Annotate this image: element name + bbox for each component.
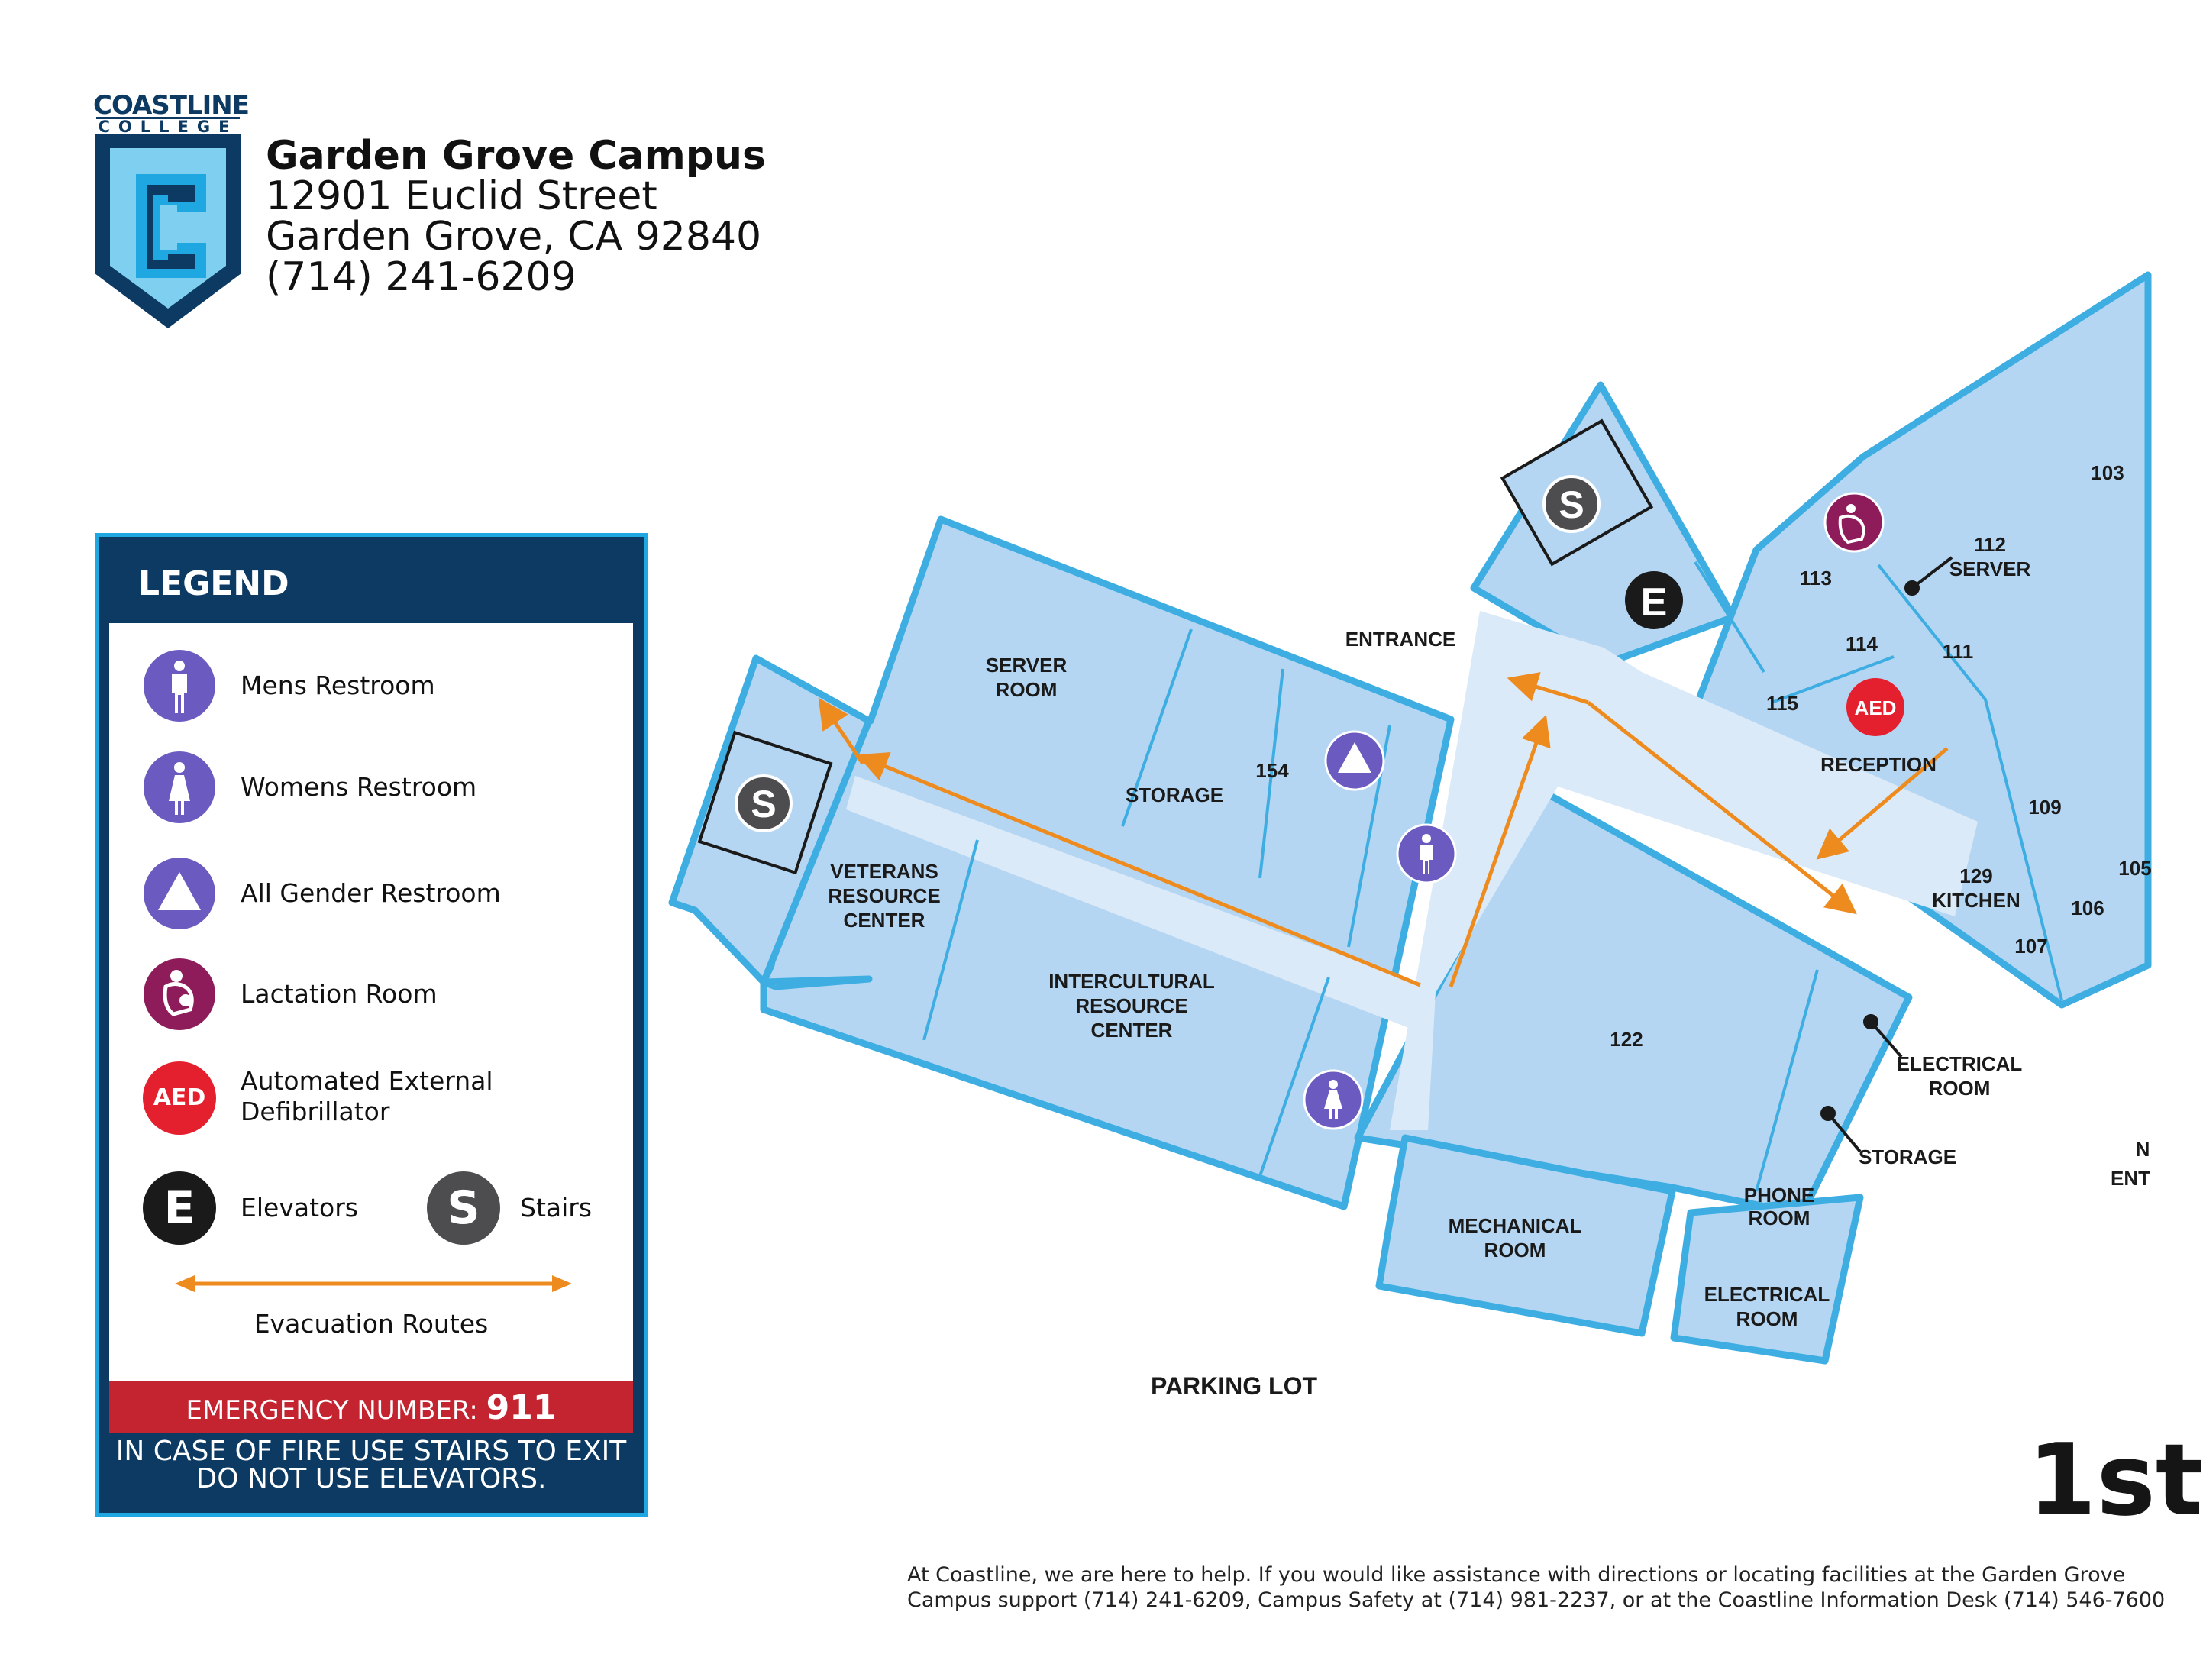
label-129: 129 [1959,864,1992,887]
label-server: SERVER [1949,557,2031,580]
label-veterans-1: VETERANS [830,860,938,883]
south-center-block [1354,787,1913,1218]
label-phone-1: PHONE [1744,1184,1814,1207]
legend-label-elevators: Elevators [241,1193,358,1223]
label-111: 111 [1943,640,1974,663]
label-reception: RECEPTION [1820,753,1937,776]
label-veterans-3: CENTER [844,909,925,932]
legend-label-aed: Automated External Defibrillator [241,1066,493,1126]
logo-subtitle: COLLEGE [96,117,240,137]
legend-label-stairs: Stairs [520,1193,593,1223]
campus-title: Garden Grove Campus [266,133,766,179]
lactation-room-icon [144,958,215,1030]
emergency-prefix: EMERGENCY NUMBER: [186,1395,486,1426]
label-114: 114 [1846,632,1878,655]
label-electrical-1: ELECTRICAL [1897,1052,2023,1075]
legend-items: Mens Restroom Womens Restroom All Gender… [109,623,633,1381]
all-gender-restroom-icon-map [1324,730,1385,791]
label-109: 109 [2028,796,2061,819]
fire-warning-line1: IN CASE OF FIRE USE STAIRS TO EXIT [115,1436,627,1467]
footer-help-text: At Coastline, we are here to help. If yo… [907,1562,2165,1613]
label-intercultural-3: CENTER [1091,1019,1173,1042]
mens-restroom-icon [144,650,215,722]
mechanical-room [1375,1134,1676,1337]
legend-title: LEGEND [138,564,289,603]
womens-restroom-icon-map [1303,1069,1364,1130]
svg-text:S: S [751,783,776,825]
label-106: 106 [2071,897,2104,919]
lactation-room-icon-map [1823,492,1885,553]
legend-label-evacuation: Evacuation Routes [254,1309,489,1339]
emergency-number: 911 [486,1388,557,1427]
label-entrance: ENTRANCE [1345,628,1455,651]
label-phone-2: ROOM [1749,1207,1811,1229]
label-112: 112 [1974,533,2006,556]
footer-line1: At Coastline, we are here to help. If yo… [907,1563,2126,1587]
all-gender-restroom-icon [144,858,215,929]
label-113: 113 [1800,567,1832,590]
aed-icon-map: AED [1846,678,1904,736]
label-intercultural-2: RESOURCE [1075,994,1187,1017]
label-side-1: N [2136,1138,2150,1161]
fire-warning: IN CASE OF FIRE USE STAIRS TO EXIT DO NO… [99,1438,644,1493]
svg-text:AED: AED [1855,696,1897,719]
campus-street: 12901 Euclid Street [266,173,657,219]
label-veterans-2: RESOURCE [828,884,940,907]
legend-label-mens: Mens Restroom [241,670,435,700]
west-corridor [846,776,1436,1032]
stairs-icon: S [427,1171,500,1245]
label-intercultural-1: INTERCULTURAL [1048,970,1215,993]
label-mechanical-2: ROOM [1484,1239,1546,1262]
campus-phone: (714) 241-6209 [266,254,577,300]
legend-panel: LEGEND Mens Restroom Womens Restroom All… [95,533,648,1517]
elevator-icon-map: E [1625,571,1683,629]
label-server-room: SERVER [986,654,1068,677]
campus-city: Garden Grove, CA 92840 [266,214,762,260]
footer-line2: Campus support (714) 241-6209, Campus Sa… [907,1588,2166,1612]
stairs-icon-west: S [735,774,793,832]
label-105: 105 [2118,857,2151,880]
logo-wordmark: COASTLINE [93,90,250,121]
legend-label-womens: Womens Restroom [241,772,477,802]
label-side-2: ENT [2111,1167,2150,1190]
electrical-room-bottom [1670,1194,1864,1365]
elevator-icon: E [143,1171,216,1245]
label-kitchen: KITCHEN [1932,889,2020,912]
label-electrical-b2: ROOM [1736,1307,1798,1330]
floor-plan-map: S S E AED SERVER ROOM STORAGE [668,271,2152,1400]
svg-text:S: S [1559,483,1584,526]
svg-text:E: E [1641,580,1668,625]
stairs-icon-north: S [1542,475,1601,533]
label-server-room-2: ROOM [996,678,1058,701]
evacuation-routes [818,672,1949,987]
floor-label: 1st [2027,1422,2203,1538]
label-107: 107 [2014,935,2047,958]
label-115: 115 [1766,692,1798,715]
campus-info: Garden Grove Campus 12901 Euclid Street … [266,136,766,298]
coastline-logo-shield [95,134,241,328]
aed-icon: AED [143,1061,216,1135]
emergency-number-banner: EMERGENCY NUMBER: 911 [109,1381,633,1433]
fire-warning-line2: DO NOT USE ELEVATORS. [195,1463,547,1494]
label-mechanical-1: MECHANICAL [1449,1214,1582,1237]
label-154: 154 [1255,759,1289,782]
legend-label-all-gender: All Gender Restroom [241,878,501,908]
label-storage: STORAGE [1126,783,1223,806]
legend-label-lactation: Lactation Room [241,979,438,1009]
label-storage-2: STORAGE [1859,1145,1956,1168]
label-parking-lot: PARKING LOT [1151,1372,1318,1400]
label-electrical-b1: ELECTRICAL [1704,1283,1830,1306]
label-electrical-2: ROOM [1929,1077,1991,1100]
label-122: 122 [1610,1028,1643,1051]
womens-restroom-icon [144,751,215,823]
mens-restroom-icon-map [1396,823,1457,884]
label-103: 103 [2091,461,2124,484]
evacuation-route-arrow-icon [175,1275,572,1292]
